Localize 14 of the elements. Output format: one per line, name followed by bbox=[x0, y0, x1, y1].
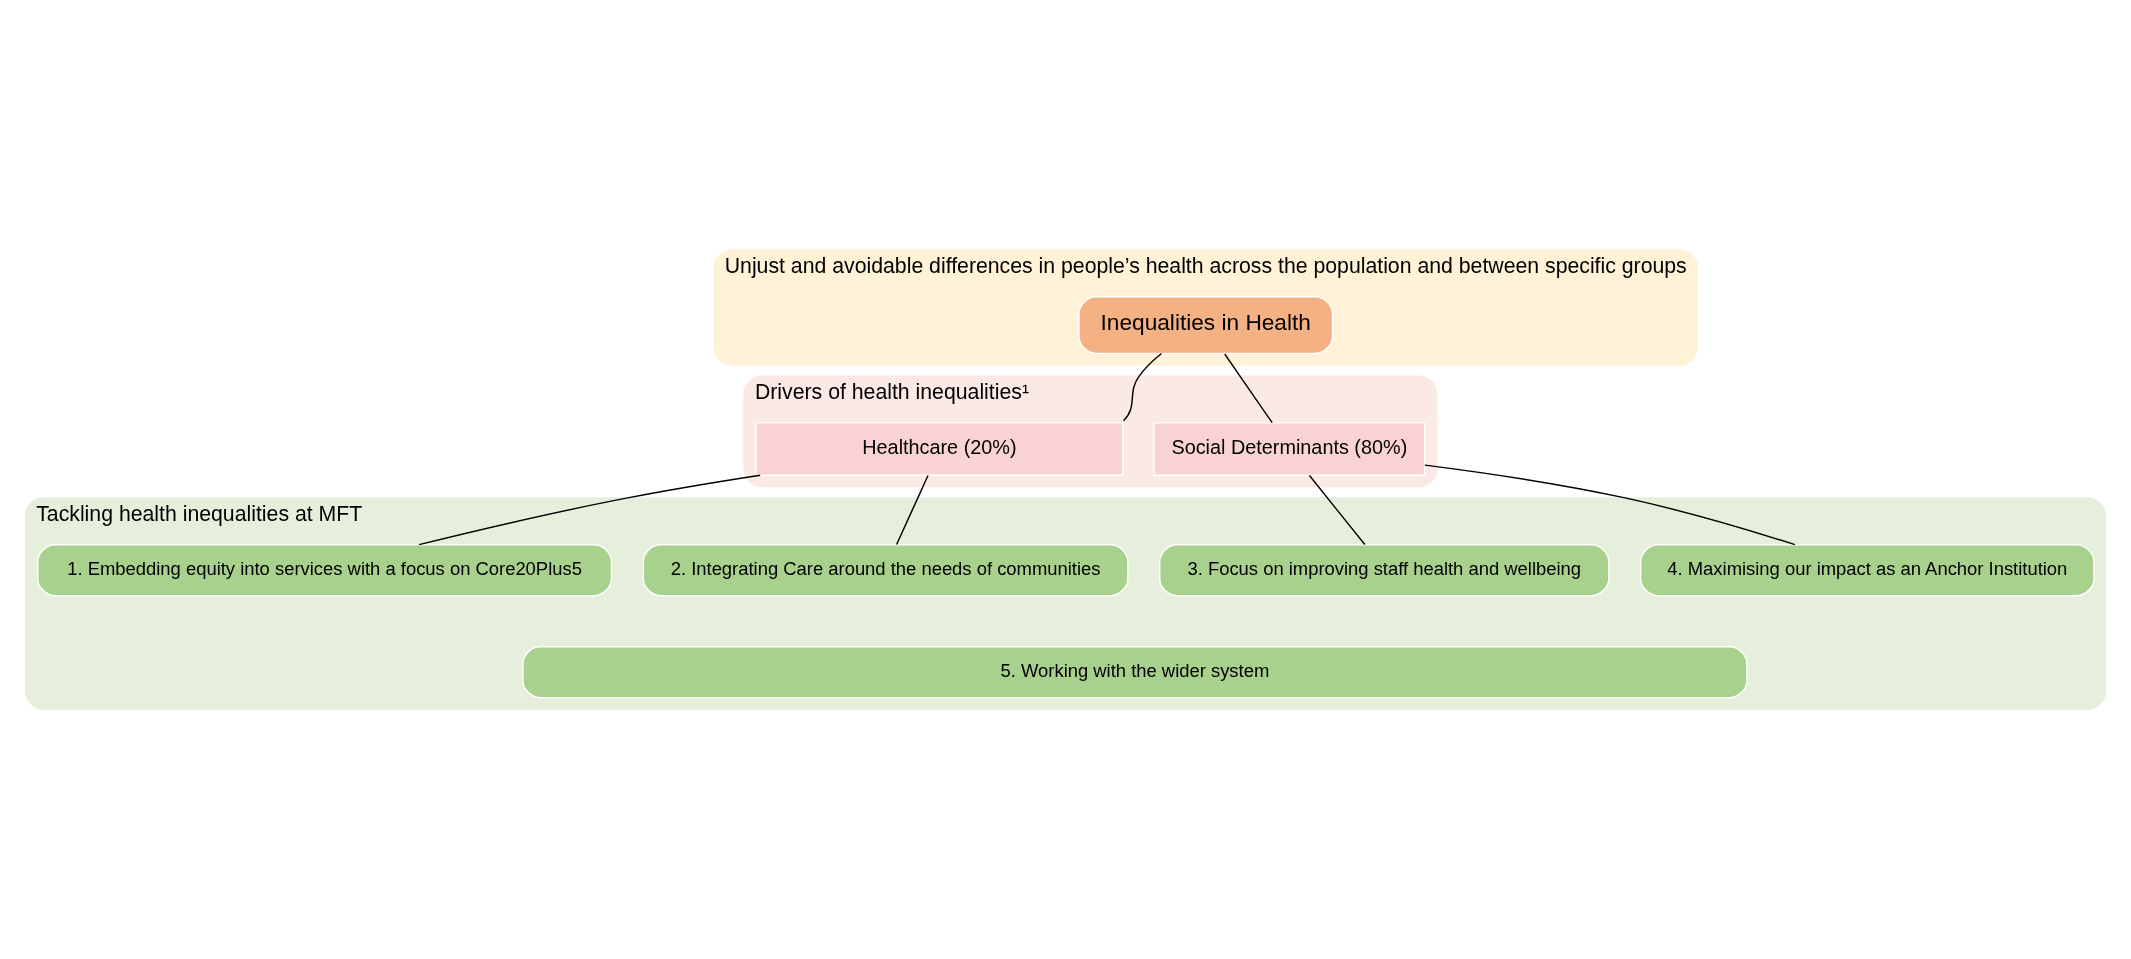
node-box: 1. Embedding equity into services with a focus on Core20Plus5 bbox=[37, 543, 613, 597]
connector bbox=[1122, 352, 1163, 422]
connector bbox=[1424, 464, 1796, 546]
node-box: 3. Focus on improving staff health and wellbeing bbox=[1159, 543, 1610, 597]
node-box: Social Determinants (80%) bbox=[1153, 422, 1426, 476]
node-box: Healthcare (20%) bbox=[755, 422, 1124, 476]
node-box: 4. Maximising our impact as an Anchor Institution bbox=[1639, 543, 2095, 597]
node-box: 2. Integrating Care around the needs of communities bbox=[642, 543, 1129, 597]
node-box: 5. Working with the wider system bbox=[522, 645, 1748, 699]
connector bbox=[418, 474, 761, 546]
connector bbox=[1224, 353, 1273, 424]
connector bbox=[1308, 474, 1366, 546]
node-box: Inequalities in Health bbox=[1078, 296, 1334, 355]
connector bbox=[895, 474, 929, 546]
